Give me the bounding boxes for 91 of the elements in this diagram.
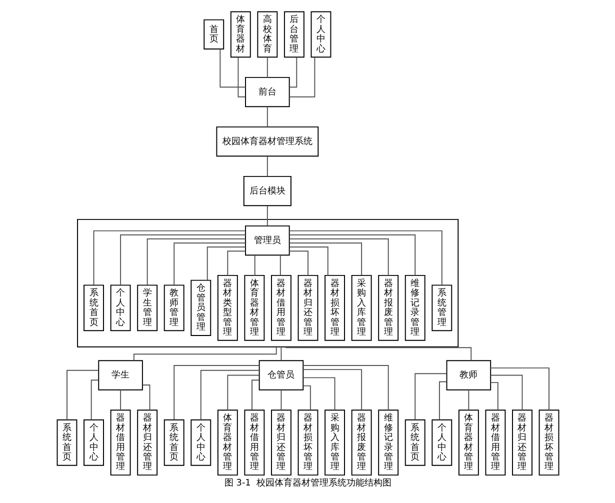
node-box: 个人中心: [83, 419, 104, 466]
node-box: 器材损坏管理: [324, 274, 344, 341]
node-box: 后台模块: [242, 176, 291, 206]
node-box: 仓管员: [258, 360, 304, 390]
connector: [66, 370, 98, 420]
connector: [490, 367, 549, 411]
connector: [302, 365, 388, 411]
caption: 图 3-1 校园体育器材管理系统功能结构图: [224, 478, 392, 488]
node-box: 器材损坏管理: [538, 410, 559, 476]
node-box: 系统首页: [83, 284, 104, 332]
connector: [120, 389, 121, 411]
connector: [468, 389, 469, 411]
node-box: 教师: [446, 360, 491, 390]
node-box: 器材归还管理: [512, 410, 532, 476]
node-box: 管理员: [244, 225, 290, 256]
connector: [237, 56, 246, 98]
connector: [254, 254, 255, 276]
node-box: 个人中心: [110, 284, 130, 332]
connector: [206, 246, 246, 280]
node-box: 个人中心: [310, 11, 331, 58]
connector: [219, 48, 246, 88]
connector: [173, 242, 246, 286]
connector: [288, 230, 442, 286]
node-box: 器材归还管理: [270, 410, 291, 476]
node-box: 个人中心: [431, 419, 452, 466]
node-box: 采购入库管理: [324, 410, 344, 476]
node-box: 器材类型管理: [216, 274, 238, 341]
node-box: 系统首页: [56, 419, 77, 466]
connector: [142, 384, 150, 411]
node-box: 器材归还管理: [136, 410, 158, 476]
connector: [288, 234, 416, 276]
cluster: [76, 218, 458, 348]
connector: [90, 380, 98, 420]
node-box: 器材归还管理: [297, 274, 318, 341]
connector: [226, 250, 246, 276]
node-box: 高校体育: [256, 11, 278, 58]
node-box: 系统首页: [404, 419, 425, 466]
node-box: 器材报废管理: [350, 410, 372, 476]
node-box: 体育器材管理: [216, 410, 238, 476]
connector: [302, 369, 362, 410]
connector: [280, 346, 282, 361]
connector: [279, 254, 280, 276]
connector: [280, 389, 282, 411]
connector: [490, 382, 498, 411]
connector: [266, 205, 268, 226]
connector: [132, 346, 276, 362]
node-box: 仓管员管理: [190, 280, 211, 336]
connector: [173, 365, 260, 420]
connector: [251, 380, 260, 410]
connector: [490, 374, 522, 411]
connector: [226, 374, 260, 411]
node-box: 器材借用管理: [110, 410, 130, 476]
connector: [266, 106, 268, 128]
connector: [288, 242, 362, 276]
connector: [285, 346, 472, 361]
node-box: 体育器材管理: [458, 410, 478, 476]
connector: [302, 385, 310, 410]
node-box: 器材借用管理: [244, 410, 264, 476]
connector: [120, 234, 246, 286]
connector: [200, 370, 260, 420]
node-box: 系统管理: [431, 284, 452, 332]
node-box: 前台: [244, 76, 290, 108]
connector: [146, 238, 246, 286]
connector: [266, 156, 268, 177]
connector: [414, 373, 447, 420]
connector: [266, 56, 268, 78]
node-box: 体育器材: [230, 11, 250, 58]
node-box: 学生: [98, 360, 142, 390]
connector: [288, 238, 388, 276]
node-box: 后台管理: [283, 11, 304, 58]
connector: [288, 250, 308, 276]
node-box: 学生管理: [136, 284, 158, 332]
node-box: 首页: [203, 19, 224, 50]
node-box: 器材借用管理: [484, 410, 506, 476]
connector: [288, 56, 315, 98]
node-box: 器材借用管理: [270, 274, 291, 341]
node-box: 维修记录管理: [378, 410, 398, 476]
node-box: 个人中心: [190, 419, 211, 466]
node-box: 体育器材管理: [244, 274, 264, 341]
node-box: 维修记录管理: [404, 274, 425, 341]
node-box: 校园体育器材管理系统: [216, 126, 318, 157]
node-box: 器材报废管理: [378, 274, 398, 341]
node-box: 器材损坏管理: [297, 410, 318, 476]
node-box: 教师管理: [163, 284, 184, 332]
connector: [92, 230, 246, 286]
connector: [288, 56, 297, 88]
connector: [438, 381, 447, 420]
connector: [288, 246, 328, 276]
node-box: 系统首页: [163, 419, 184, 466]
node-box: 采购入库管理: [350, 274, 372, 341]
connector: [302, 377, 335, 410]
